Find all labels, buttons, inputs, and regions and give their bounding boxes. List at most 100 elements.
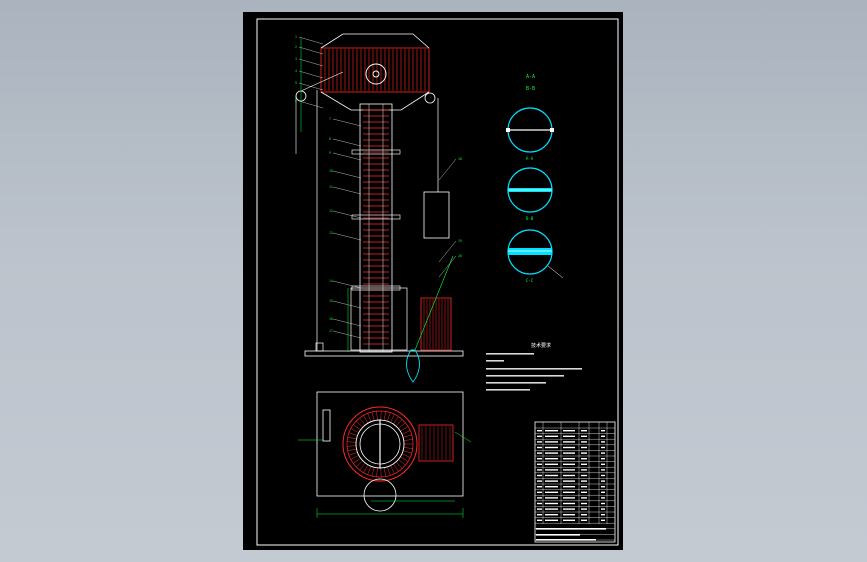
leader-line — [438, 158, 457, 181]
counterweight-box — [423, 191, 450, 239]
leader-line — [298, 82, 324, 91]
ring-tick — [367, 466, 372, 475]
bom-cell-text — [601, 458, 605, 460]
bom-cell-text — [601, 514, 605, 516]
head-pulley-hub — [372, 70, 380, 78]
balloon-label: 2 — [295, 45, 297, 49]
balloon-label: 14 — [329, 279, 333, 283]
head-pulley — [365, 63, 387, 85]
bom-cell-text — [563, 441, 575, 443]
bom-cell-text — [601, 452, 605, 454]
leader-line — [298, 58, 324, 67]
ring-tick — [347, 445, 357, 447]
bom-cell-text — [545, 502, 558, 505]
bom-cell-text — [581, 486, 587, 488]
bom-cell-text — [563, 514, 575, 516]
bom-cell-text — [581, 508, 587, 510]
plan-view — [298, 391, 472, 518]
leader-line — [438, 255, 457, 278]
leader-line — [332, 232, 362, 241]
bom-cell-text — [563, 435, 575, 437]
casing-buckets — [363, 104, 389, 352]
ring-tick — [348, 451, 358, 456]
bom-cell-text — [545, 435, 558, 437]
bom-cell-text — [601, 446, 605, 449]
title-block-text — [536, 539, 596, 541]
balloon-label: 4 — [295, 69, 297, 73]
bom-cell-text — [563, 452, 575, 454]
ring-tick — [390, 465, 395, 474]
bom-cell-text — [545, 474, 558, 477]
bom-cell-text — [601, 474, 605, 477]
leader-line — [298, 70, 324, 79]
bom-cell-text — [545, 469, 558, 471]
plan-counterweight — [322, 409, 331, 442]
bom-cell-text — [581, 480, 587, 482]
bom-cell-text — [537, 486, 542, 488]
ring-tick — [350, 455, 359, 460]
bom-cell-text — [545, 491, 558, 493]
boot-section — [350, 287, 408, 351]
ring-tick — [395, 419, 403, 427]
ring-tick — [371, 467, 375, 477]
notes-title: 技术要求 — [531, 342, 551, 349]
ring-tick — [347, 436, 357, 440]
bom-cell-text — [563, 519, 575, 521]
bom-cell-text — [537, 502, 542, 505]
ring-tick — [403, 439, 413, 441]
bom-cell-text — [563, 469, 575, 471]
leader-line — [332, 152, 362, 161]
ring-tick — [376, 467, 378, 477]
bom-cell-text — [601, 469, 605, 471]
bom-cell-text — [537, 474, 542, 477]
bom-cell-text — [545, 497, 558, 499]
bom-cell-text — [537, 508, 542, 510]
bom-cell-text — [581, 458, 587, 460]
bom-cell-text — [601, 430, 605, 432]
plan-ring-ticks — [347, 411, 413, 477]
bom-cell-text — [545, 446, 558, 449]
plan-foundation — [316, 391, 464, 497]
ring-tick — [367, 413, 372, 422]
left-anchor — [315, 342, 324, 352]
section-b-label: B-B — [526, 216, 534, 221]
title-block — [534, 421, 616, 543]
ring-tick — [363, 415, 369, 424]
ring-tick — [353, 424, 361, 431]
balloon-label: 8 — [329, 137, 331, 141]
leader-line — [298, 46, 324, 55]
note-line — [486, 353, 534, 355]
note-line — [486, 368, 582, 370]
leader-line — [438, 240, 457, 263]
ring-tick — [356, 460, 363, 468]
bom-cell-text — [545, 441, 558, 443]
bom-cell-text — [545, 508, 558, 510]
bom-cell-text — [537, 491, 542, 493]
bom-cell-text — [537, 463, 542, 465]
leader-line — [298, 36, 324, 45]
ring-tick — [347, 448, 357, 452]
note-line — [486, 389, 530, 391]
bom-cell-text — [537, 446, 542, 449]
ring-tick — [356, 420, 363, 428]
note-line — [486, 360, 504, 362]
leader-line — [332, 170, 362, 179]
section-a-lug-right — [550, 128, 554, 132]
plan-dim-right — [454, 431, 472, 443]
ring-tick — [390, 414, 395, 423]
bom-cell-text — [563, 497, 575, 499]
head-frame-slats — [324, 49, 426, 91]
bom-table-frame — [534, 421, 616, 543]
section-a-title: A-A — [526, 74, 535, 80]
leader-line — [298, 100, 324, 109]
bom-cell-text — [545, 463, 558, 465]
balloon-label: 18 — [458, 157, 462, 161]
bom-cell-text — [581, 491, 587, 493]
ring-tick — [383, 467, 386, 477]
balloon-label: 7 — [329, 117, 331, 121]
bom-cell-text — [581, 502, 587, 505]
bom-cell-text — [581, 441, 587, 443]
